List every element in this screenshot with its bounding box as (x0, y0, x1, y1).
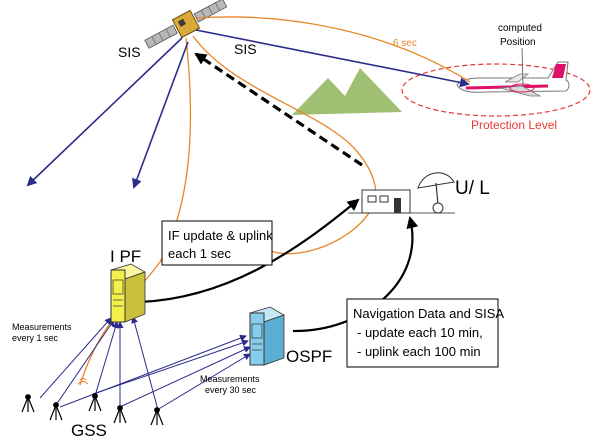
measurements-30sec-line1: Measurements (200, 374, 260, 384)
uplink-station-icon (348, 172, 455, 214)
six-sec-label: 6 sec (393, 38, 417, 49)
gss-station-icon (21, 394, 35, 413)
gss-station-icon (49, 402, 63, 421)
nav-data-line2: - update each 10 min, (357, 325, 483, 340)
signal-wave-icon (77, 378, 89, 385)
orange-signal-to-plane (196, 16, 471, 83)
gss-station-icon (150, 407, 164, 426)
nav-data-line3: - uplink each 100 min (357, 344, 481, 359)
orange-signal-to-uplink (192, 35, 377, 255)
uplink-label: U/ L (455, 178, 490, 199)
ipf-server-icon (110, 263, 146, 323)
satellite-icon (144, 0, 228, 49)
sis-ray-left (26, 37, 183, 187)
protection-level-ellipse (401, 63, 591, 117)
if-update-line1: IF update & uplink (168, 228, 273, 243)
if-update-box (161, 220, 273, 266)
computed-label: computed (498, 23, 542, 34)
gss-station-icon (113, 405, 127, 424)
gss-label: GSS (71, 421, 107, 440)
measurements-1sec-line1: Measurements (12, 322, 72, 332)
ipf-label: I PF (110, 247, 141, 266)
if-update-line2: each 1 sec (168, 246, 231, 261)
nav-data-line1: Navigation Data and SISA (353, 306, 504, 321)
ospf-server-icon (249, 306, 285, 366)
protection-level-label: Protection Level (471, 118, 557, 132)
measurements-30sec-line2: every 30 sec (205, 385, 257, 395)
measurement-arrows (39, 316, 251, 411)
nav-data-box (346, 298, 499, 368)
orange-signal-to-gss (79, 37, 192, 386)
gss-stations (21, 393, 164, 426)
airplane-icon (456, 61, 570, 97)
sis-left-label: SIS (118, 44, 141, 60)
sis-ray-to-plane (195, 29, 470, 88)
ipf-to-uplink-arrow (139, 198, 360, 304)
sis-ray-center (132, 41, 189, 189)
uplink-dashed-arrow (194, 52, 363, 167)
position-leader-line (521, 47, 524, 87)
gss-station-icon (88, 393, 102, 412)
measurements-1sec-line2: every 1 sec (12, 333, 59, 343)
mountain (292, 68, 402, 115)
sis-right-label: SIS (234, 41, 257, 57)
ospf-label: OSPF (286, 347, 332, 366)
position-label: Position (500, 37, 536, 48)
